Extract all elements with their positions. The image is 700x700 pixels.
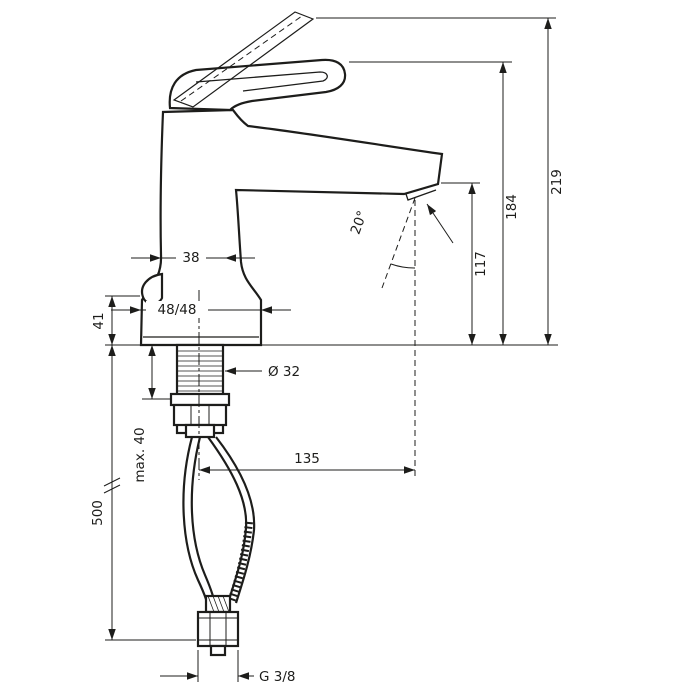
dim-base-height-label: 41 [91,312,107,329]
dim-spray-angle-label: 20° [348,209,371,237]
dim-shaft-diameter-label: Ø 32 [268,364,300,380]
dim-spout-reach: 135 [199,451,415,474]
dim-total-height-label: 219 [549,169,565,195]
dim-hose-thread-label: G 3/8 [259,669,295,685]
dim-base-width-label: 48/48 [158,302,197,318]
aerator-icon [405,189,437,201]
seal-washer [169,392,231,407]
braided-hose-section [227,521,253,604]
lever-hook [140,272,164,305]
supply-hoses [182,436,256,657]
dim-spout-reach-label: 135 [294,451,320,467]
dim-spray-angle: 20° [348,197,454,289]
dim-base-height: 41 [91,295,140,345]
dim-hose-length-label: 500 [90,500,106,526]
handle-raised-phantom [172,11,315,108]
dim-top-width: 38 [131,249,255,266]
shaft-end [184,423,216,439]
dim-max-mount-label: max. 40 [132,427,148,482]
hose-crimp-collar [204,594,232,614]
dim-base-width: 48/48 [111,301,291,318]
dim-handle-height-label: 184 [504,194,520,220]
dim-top-width-label: 38 [182,250,199,266]
dim-hose-thread: G 3/8 [160,650,295,685]
mounting-nut [172,403,228,427]
dim-outlet-height-label: 117 [473,251,489,277]
dim-hose-length: 500 [90,345,196,641]
hose-connector-nut [196,610,240,657]
handle-slot [195,71,328,92]
dim-total-height: 219 [316,17,565,345]
handle [168,58,347,112]
mounting-assembly [169,343,231,439]
dim-shaft-diameter: Ø 32 [225,364,300,380]
dim-max-mount: max. 40 [132,345,170,483]
dim-handle-height: 184 [349,61,520,345]
thread-lines [178,350,222,392]
dim-outlet-height: 117 [441,182,489,345]
